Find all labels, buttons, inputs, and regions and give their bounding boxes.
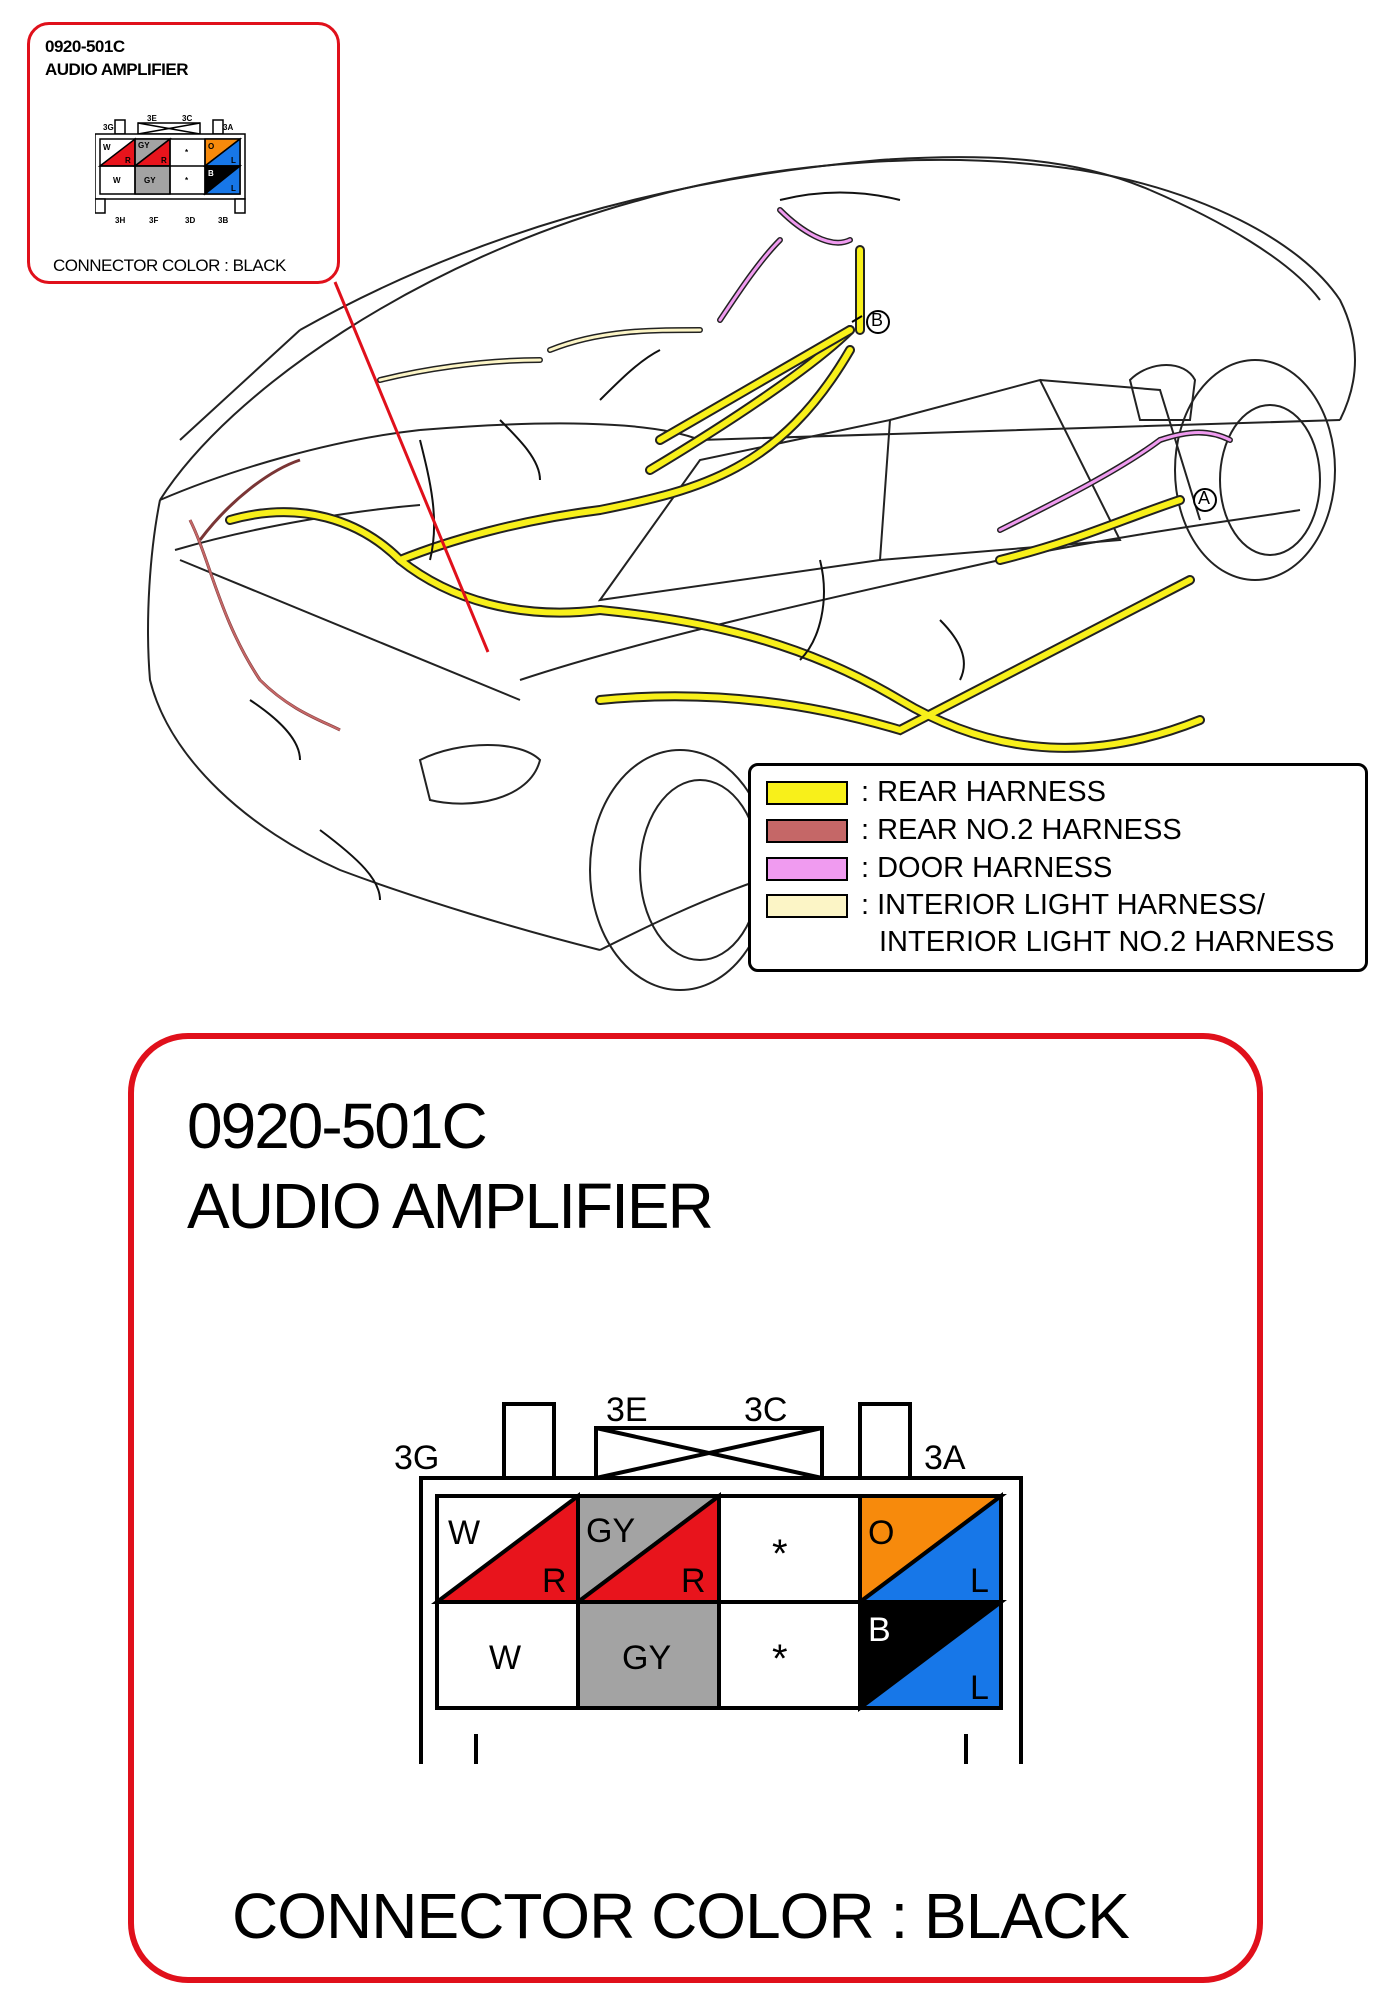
svg-text:L: L (970, 1562, 989, 1600)
svg-text:3H: 3H (115, 216, 125, 225)
legend-label-door-harness: : DOOR HARNESS (861, 852, 1113, 884)
small-connector-drawing: 3G 3E 3C 3A W R GY R * O L W GY * B L 3H… (95, 115, 246, 225)
svg-text:3G: 3G (103, 123, 114, 132)
svg-text:GY: GY (586, 1512, 635, 1550)
svg-text:*: * (185, 148, 189, 157)
callout-pointer-line (333, 281, 490, 653)
svg-text:L: L (231, 184, 236, 193)
svg-text:W: W (448, 1514, 480, 1552)
pin-label-3a: 3A (924, 1439, 966, 1477)
svg-text:3F: 3F (149, 216, 158, 225)
svg-text:3A: 3A (223, 123, 233, 132)
svg-text:L: L (231, 156, 236, 165)
legend-swatch-rear-harness (766, 781, 848, 805)
svg-text:3E: 3E (147, 115, 157, 123)
large-connector-color: CONNECTOR COLOR : BLACK (232, 1880, 1130, 1952)
harness-legend: : REAR HARNESS : REAR NO.2 HARNESS : DOO… (748, 763, 1368, 972)
car-body-outline (159, 159, 1356, 501)
legend-swatch-interior-light-harness (766, 894, 848, 918)
marker-b (851, 310, 890, 334)
pin-label-3e: 3E (606, 1391, 648, 1429)
svg-text:3F: 3F (622, 1762, 662, 1764)
svg-text:*: * (772, 1637, 788, 1681)
connector-callout-small: 0920-501C AUDIO AMPLIFIER (27, 22, 340, 284)
legend-label-interior-light-no2-harness: INTERIOR LIGHT NO.2 HARNESS (879, 926, 1335, 958)
svg-text:3C: 3C (182, 115, 192, 123)
svg-text:B: B (208, 169, 214, 178)
legend-swatch-rear-no2-harness (766, 819, 848, 843)
large-connector-code: 0920-501C (187, 1090, 488, 1162)
large-connector-name: AUDIO AMPLIFIER (187, 1170, 714, 1242)
small-connector-name: AUDIO AMPLIFIER (45, 60, 188, 79)
svg-text:GY: GY (138, 141, 150, 150)
svg-text:GY: GY (622, 1639, 671, 1677)
connector-callout-large: 0920-501C AUDIO AMPLIFIER (128, 1033, 1263, 1983)
marker-a (1193, 488, 1217, 512)
svg-text:W: W (103, 143, 111, 152)
svg-text:R: R (161, 156, 167, 165)
svg-text:*: * (772, 1532, 788, 1576)
svg-text:3H: 3H (491, 1762, 534, 1764)
svg-text:W: W (113, 176, 121, 185)
svg-text:3D: 3D (764, 1762, 807, 1764)
pin-label-3c: 3C (744, 1391, 787, 1429)
legend-swatch-door-harness (766, 857, 848, 881)
svg-text:*: * (185, 176, 189, 185)
small-connector-color: CONNECTOR COLOR : BLACK (53, 256, 286, 275)
svg-text:O: O (208, 142, 214, 151)
svg-text:R: R (681, 1562, 706, 1600)
svg-text:3B: 3B (218, 216, 228, 225)
svg-text:R: R (125, 156, 131, 165)
svg-text:3D: 3D (185, 216, 195, 225)
pin-label-3g: 3G (394, 1439, 439, 1477)
legend-label-interior-light-harness: : INTERIOR LIGHT HARNESS/ (861, 889, 1265, 921)
legend-label-rear-harness: : REAR HARNESS (861, 776, 1106, 808)
svg-text:W: W (489, 1639, 521, 1677)
svg-text:R: R (542, 1562, 567, 1600)
svg-text:O: O (868, 1514, 894, 1552)
legend-label-rear-no2-harness: : REAR NO.2 HARNESS (861, 814, 1182, 846)
svg-text:L: L (970, 1669, 989, 1707)
small-connector-code: 0920-501C (45, 37, 125, 56)
large-connector-drawing: 3G 3E 3C 3A W R GY R * O L W GY * B L 3H… (394, 1391, 1023, 1764)
svg-text:3B: 3B (898, 1762, 940, 1764)
marker-a-label: A (1198, 488, 1211, 508)
svg-text:GY: GY (144, 176, 156, 185)
marker-b-label: B (871, 310, 884, 330)
svg-text:B: B (868, 1611, 891, 1649)
